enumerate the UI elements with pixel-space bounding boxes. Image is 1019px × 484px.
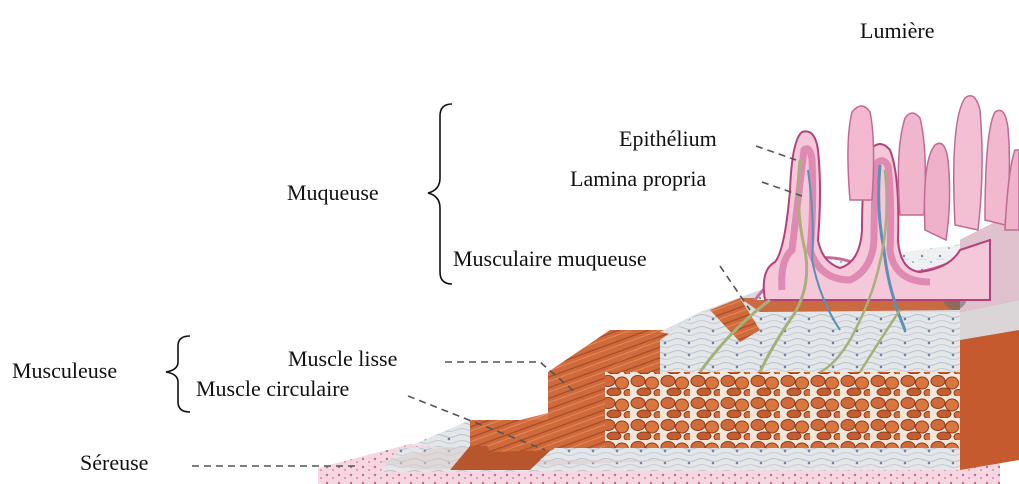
epithelium-label: Epithélium (619, 128, 717, 150)
serosa-label: Séreuse (80, 452, 148, 474)
mucosa-label: Muqueuse (287, 182, 379, 204)
muscularis-label: Musculeuse (12, 360, 117, 382)
mucosa-brace (428, 104, 452, 284)
smooth-muscle-label: Muscle lisse (288, 348, 397, 370)
muscularis-brace (166, 336, 190, 412)
circular-muscle-label: Muscle circulaire (196, 378, 349, 400)
lumen-label: Lumière (860, 20, 935, 42)
epithelium-leader (756, 146, 796, 160)
lamina-propria-label: Lamina propria (570, 168, 706, 190)
muscularis-mucosae-label: Musculaire muqueuse (453, 248, 647, 270)
